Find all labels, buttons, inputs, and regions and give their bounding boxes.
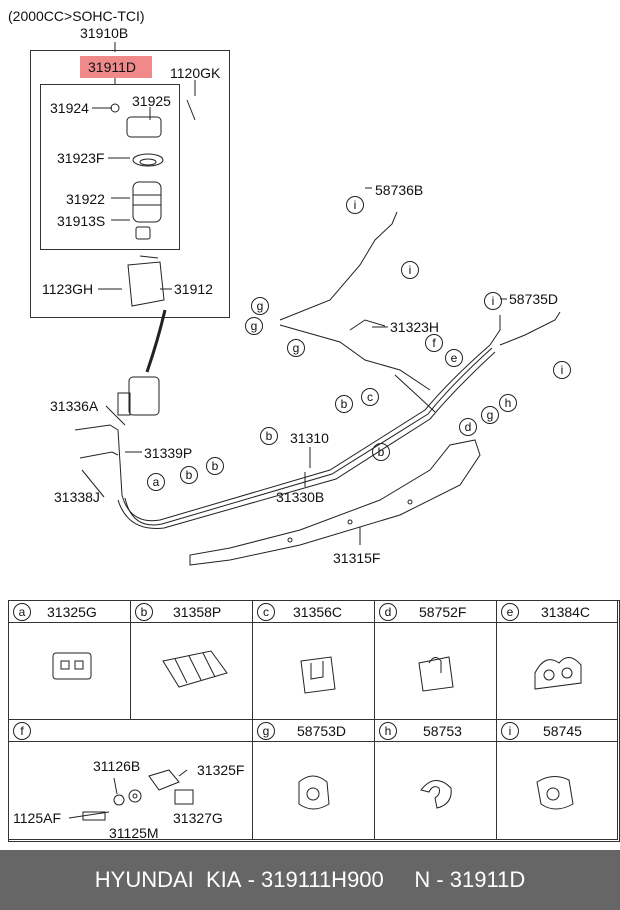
grommet-i-icon [536, 776, 574, 810]
legend-cell-header [9, 601, 130, 623]
legend-letter-c: c [257, 603, 275, 621]
legend-part-58745: 58745 [543, 723, 582, 739]
callout-g-2[interactable]: g [245, 317, 263, 335]
part-31310-label[interactable]: 31310 [290, 430, 329, 446]
callout-b-4[interactable]: b [180, 466, 198, 484]
legend-cell-g[interactable]: g 58753D [252, 719, 375, 840]
part-31925-label[interactable]: 31925 [132, 93, 171, 109]
legend-part-58752F: 58752F [419, 604, 467, 620]
callout-d[interactable]: d [459, 418, 477, 436]
part-31315F-label[interactable]: 31315F [333, 550, 381, 566]
part-31338J-label[interactable]: 31338J [54, 489, 100, 505]
callout-g-1[interactable]: g [251, 297, 269, 315]
legend-letter-g: g [257, 722, 275, 740]
part-31336A-label[interactable]: 31336A [50, 398, 99, 414]
clip-b-icon [162, 650, 228, 688]
callout-c[interactable]: c [361, 388, 379, 406]
legend-cell-header [131, 601, 252, 623]
legend-cell-a[interactable]: a 31325G [8, 600, 131, 720]
footer-oem-number[interactable]: 319111H900 [261, 867, 384, 892]
part-31911D-label[interactable]: 31911D [88, 59, 137, 75]
callout-i-4[interactable]: i [553, 361, 571, 379]
clip-e-icon [534, 657, 582, 690]
legend-part-58753: 58753 [423, 723, 462, 739]
footer-bar: HYUNDAI KIA - 319111H900 N - 31911D [0, 850, 620, 910]
legend-cell-b[interactable]: b 31358P [130, 600, 253, 720]
part-31910B-label[interactable]: 31910B [80, 25, 129, 41]
legend-cell-d[interactable]: d 58752F [374, 600, 497, 720]
callout-i-2[interactable]: i [401, 261, 419, 279]
diagram-linework [74, 42, 561, 566]
part-31923F-label[interactable]: 31923F [57, 150, 105, 166]
legend-letter-b: b [135, 603, 153, 621]
bolt-clip-f-icon [68, 769, 194, 821]
filter-inner-box [40, 84, 180, 250]
legend-cell-header [253, 720, 374, 742]
legend-letter-h: h [379, 722, 397, 740]
legend-cell-i[interactable]: i 58745 [496, 719, 618, 840]
legend-cell-header [9, 720, 252, 742]
callout-b-5[interactable]: b [206, 457, 224, 475]
clip-a-icon [52, 652, 92, 680]
callout-e[interactable]: e [445, 349, 463, 367]
legend-part-31325G: 31325G [47, 604, 97, 620]
legend-cell-c[interactable]: c 31356C [252, 600, 375, 720]
legend-cell-header [375, 720, 496, 742]
legend-letter-a: a [13, 603, 31, 621]
part-31924-label[interactable]: 31924 [50, 100, 89, 116]
engine-label: (2000CC>SOHC-TCI) [8, 8, 145, 24]
footer-gap [384, 867, 415, 893]
legend-part-1125AF: 1125AF [13, 810, 61, 826]
footer-part-number[interactable]: N - 31911D [414, 867, 526, 892]
callout-i-3[interactable]: i [484, 292, 502, 310]
legend-part-31358P: 31358P [173, 604, 222, 620]
footer-brand: HYUNDAI KIA [94, 867, 242, 892]
legend-letter-i: i [501, 722, 519, 740]
callout-i-1[interactable]: i [346, 196, 364, 214]
legend-part-31327G: 31327G [173, 810, 223, 826]
legend-cell-header [375, 601, 496, 623]
part-31913S-label[interactable]: 31913S [57, 213, 106, 229]
legend-part-31384C: 31384C [541, 604, 591, 620]
callout-a[interactable]: a [147, 473, 165, 491]
part-58736B-label[interactable]: 58736B [375, 182, 424, 198]
legend-part-58753D: 58753D [297, 723, 347, 739]
part-1120GK-label[interactable]: 1120GK [170, 65, 221, 81]
callout-b-1[interactable]: b [335, 395, 353, 413]
legend-letter-e: e [501, 603, 519, 621]
legend-letter-f: f [13, 722, 31, 740]
part-31323H-label[interactable]: 31323H [390, 319, 440, 335]
clip-c-icon [300, 656, 336, 694]
clip-d-icon [418, 656, 454, 692]
callout-g-3[interactable]: g [287, 339, 305, 357]
legend-part-31126B: 31126B [93, 758, 141, 774]
part-31339P-label[interactable]: 31339P [144, 445, 193, 461]
part-31922-label[interactable]: 31922 [66, 191, 105, 207]
part-58735D-label[interactable]: 58735D [509, 291, 559, 307]
callout-h[interactable]: h [499, 394, 517, 412]
legend-cell-header [253, 601, 374, 623]
legend-letter-d: d [379, 603, 397, 621]
legend-cell-h[interactable]: h 58753 [374, 719, 497, 840]
legend-part-31356C: 31356C [293, 604, 343, 620]
legend-part-31325F: 31325F [197, 762, 245, 778]
filter-assembly-box [30, 50, 230, 318]
legend-part-31125M: 31125M [109, 825, 159, 841]
legend-cell-f[interactable]: f 31126B 31325F 1125AF 31125M 31327G [8, 719, 253, 841]
highlight-31911D [80, 56, 152, 78]
legend-cell-header [497, 601, 617, 623]
callout-f[interactable]: f [425, 334, 443, 352]
part-1123GH-label[interactable]: 1123GH [42, 281, 94, 297]
clip-h-icon [420, 780, 452, 809]
callout-b-2[interactable]: b [260, 427, 278, 445]
grommet-g-icon [298, 775, 330, 810]
part-31912-label[interactable]: 31912 [174, 281, 213, 297]
legend-cell-header [497, 720, 617, 742]
legend-cell-e[interactable]: e 31384C [496, 600, 618, 720]
footer-separator: - [241, 867, 262, 892]
callout-g-4[interactable]: g [481, 406, 499, 424]
